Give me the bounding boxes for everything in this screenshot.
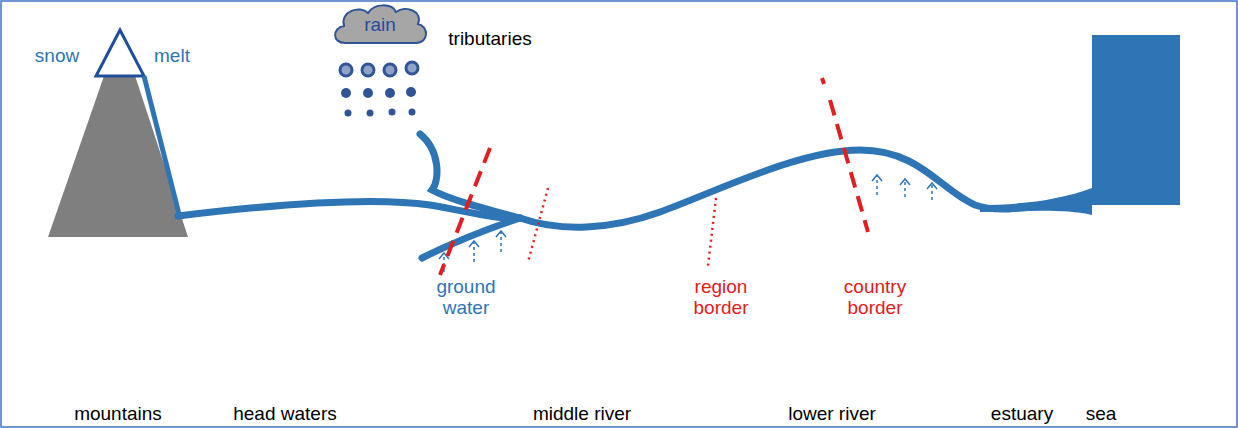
ground-water-arrows bbox=[439, 175, 937, 272]
part-label: country border bbox=[835, 276, 915, 318]
cloud-outline bbox=[335, 5, 426, 43]
snow-cap bbox=[96, 30, 144, 76]
rain-cloud: rain bbox=[330, 2, 430, 46]
part-label: region border bbox=[681, 276, 761, 318]
part-label: tributaries bbox=[420, 28, 560, 49]
borders bbox=[440, 78, 868, 275]
cloud-label: rain bbox=[348, 14, 412, 35]
melt-stream bbox=[144, 76, 180, 218]
sea bbox=[1092, 35, 1180, 205]
part-label: melt bbox=[127, 45, 217, 66]
part-label: mountains bbox=[48, 403, 188, 424]
river bbox=[178, 134, 1092, 258]
part-label: lower river bbox=[762, 403, 902, 424]
part-label: sea bbox=[1071, 403, 1131, 424]
part-label: estuary bbox=[972, 403, 1072, 424]
part-label: ground water bbox=[426, 276, 506, 318]
part-label: snow bbox=[12, 45, 102, 66]
rain-drops bbox=[340, 62, 418, 117]
part-label: middle river bbox=[512, 403, 652, 424]
part-label: head waters bbox=[215, 403, 355, 424]
estuary bbox=[980, 188, 1092, 215]
